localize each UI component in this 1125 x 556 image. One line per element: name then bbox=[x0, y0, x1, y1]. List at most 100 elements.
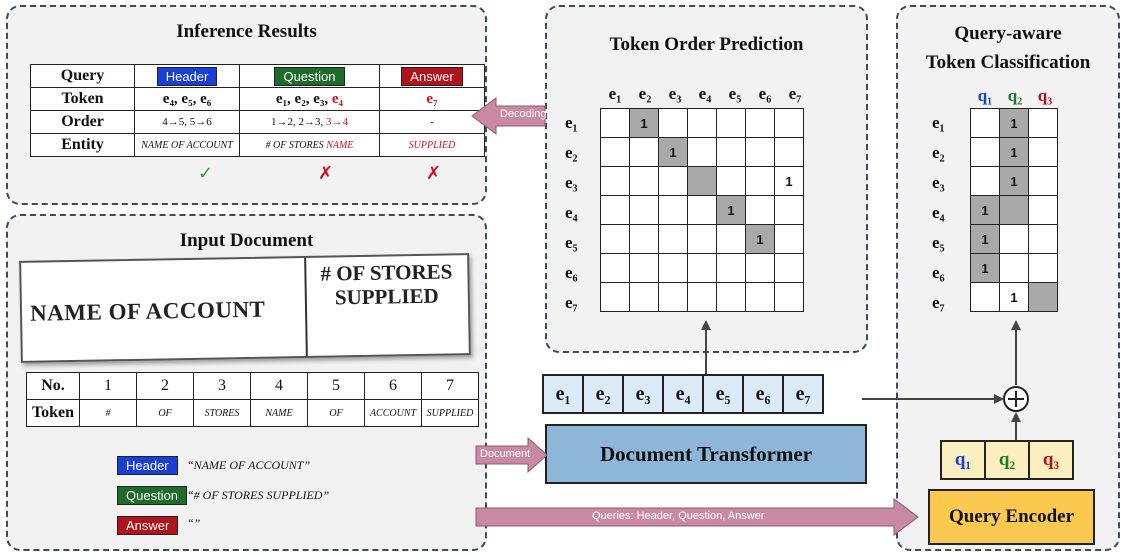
doc-image-name-text: NAME OF ACCOUNT bbox=[29, 296, 266, 326]
order-header: 4→5, 5→6 bbox=[134, 110, 240, 134]
embedding-e4: e₄ bbox=[662, 374, 704, 414]
matrix-cell: 1 bbox=[970, 224, 1000, 254]
qtc-row-label-7: e₇ bbox=[932, 293, 945, 312]
entity-row: Entity NAME OF ACCOUNT # OF STORES NAME … bbox=[29, 133, 486, 157]
matrix-cell: 1 bbox=[970, 195, 1000, 225]
top-row-label-1: e₁ bbox=[565, 113, 578, 132]
token-order-prediction-title: Token Order Prediction bbox=[609, 34, 804, 55]
matrix-row: 1 bbox=[600, 195, 804, 225]
qtc-col-label-3: q₃ bbox=[1037, 86, 1053, 105]
matrix-cell bbox=[774, 253, 804, 283]
top-row-label-6: e₆ bbox=[565, 263, 578, 282]
matrix-cell bbox=[999, 195, 1029, 225]
row-label-order: Order bbox=[29, 110, 136, 134]
matrix-cell bbox=[629, 224, 659, 254]
query-tag-question: Question bbox=[274, 66, 345, 86]
embedding-e6: e₆ bbox=[742, 374, 784, 414]
queries-arrow-label: Queries: Header, Question, Answer bbox=[592, 510, 765, 522]
query-row: Query Header Question Answer bbox=[29, 64, 486, 88]
matrix-cell bbox=[716, 166, 746, 196]
matrix-cell bbox=[1028, 108, 1058, 138]
matrix-cell: 1 bbox=[716, 195, 746, 225]
matrix-cell bbox=[629, 195, 659, 225]
matrix-cell bbox=[716, 282, 746, 312]
document-image: NAME OF ACCOUNT # OF STORES SUPPLIED bbox=[19, 253, 471, 363]
matrix-cell bbox=[774, 224, 804, 254]
matrix-row: 1 bbox=[970, 224, 1058, 254]
qtc-title-line1: Query-aware bbox=[954, 23, 1062, 44]
query-embedding-q3: q₃ bbox=[1028, 440, 1074, 480]
matrix-cell bbox=[1028, 224, 1058, 254]
query-tag-answer: Answer bbox=[401, 66, 463, 86]
token-answer: e₇ bbox=[378, 87, 486, 111]
matrix-row: 1 bbox=[600, 108, 804, 138]
matrix-cell: 1 bbox=[629, 108, 659, 138]
decoding-arrow-label: Decoding bbox=[500, 108, 547, 120]
matrix-cell bbox=[658, 282, 688, 312]
matrix-row bbox=[600, 282, 804, 312]
matrix-cell bbox=[970, 137, 1000, 167]
matrix-cell bbox=[658, 253, 688, 283]
matrix-cell bbox=[658, 195, 688, 225]
token-table: No. 1 2 3 4 5 6 7 Token # OF STORES NAME… bbox=[26, 372, 479, 427]
top-col-label-2: e₂ bbox=[638, 84, 652, 103]
matrix-cell: 1 bbox=[999, 166, 1029, 196]
entity-question: # OF STORES NAME bbox=[238, 133, 380, 157]
matrix-cell bbox=[999, 224, 1029, 254]
query-encoder-box: Query Encoder bbox=[928, 489, 1095, 545]
document-transformer-box: Document Transformer bbox=[545, 424, 867, 484]
matrix-cell bbox=[1028, 195, 1058, 225]
inference-results-panel: Inference Results Query Header Question … bbox=[6, 5, 487, 205]
top-col-label-4: e₄ bbox=[698, 84, 712, 103]
embedding-e3: e₃ bbox=[622, 374, 664, 414]
row-label-token: Token bbox=[29, 87, 136, 111]
matrix-cell bbox=[716, 224, 746, 254]
token-embeddings: e₁ e₂ e₃ e₄ e₅ e₆ e₇ bbox=[542, 374, 824, 414]
matrix-cell bbox=[600, 195, 630, 225]
top-col-label-1: e₁ bbox=[608, 84, 622, 103]
matrix-row: 1 bbox=[970, 166, 1058, 196]
matrix-cell bbox=[1028, 282, 1058, 312]
token-row: Token e₄, e₅, e₆ e₁, e₂, e₃, e₄ e₇ bbox=[29, 87, 486, 111]
matrix-cell: 1 bbox=[745, 224, 775, 254]
qtc-row-label-2: e₂ bbox=[932, 143, 945, 162]
matrix-cell bbox=[600, 108, 630, 138]
matrix-cell: 1 bbox=[999, 282, 1029, 312]
legend-tag-answer: Answer bbox=[117, 516, 179, 535]
query-embedding-q1: q₁ bbox=[940, 440, 986, 480]
qtc-row-label-6: e₆ bbox=[932, 263, 945, 282]
qtc-row-label-4: e₄ bbox=[932, 203, 945, 222]
matrix-row: 1 bbox=[970, 108, 1058, 138]
matrix-cell bbox=[658, 166, 688, 196]
legend-text-header: “NAME OF ACCOUNT” bbox=[187, 458, 311, 472]
matrix-row: 1 bbox=[600, 224, 804, 254]
check-icon: ✓ bbox=[198, 163, 214, 184]
top-row-label-4: e₄ bbox=[565, 203, 578, 222]
matrix-cell bbox=[687, 137, 717, 167]
matrix-cell bbox=[970, 108, 1000, 138]
matrix-cell bbox=[600, 166, 630, 196]
matrix-cell bbox=[687, 166, 717, 196]
inference-results-table: Query Header Question Answer Token e₄, e… bbox=[29, 64, 486, 157]
top-row-label-3: e₃ bbox=[565, 173, 578, 192]
matrix-cell bbox=[687, 108, 717, 138]
qtc-col-label-1: q₁ bbox=[977, 86, 993, 105]
order-answer: - bbox=[378, 110, 486, 134]
matrix-cell bbox=[658, 108, 688, 138]
matrix-cell bbox=[774, 282, 804, 312]
embedding-e7: e₇ bbox=[782, 374, 824, 414]
row-label-query: Query bbox=[29, 64, 136, 88]
token-table-token-row: Token # OF STORES NAME OF ACCOUNT SUPPLI… bbox=[26, 399, 479, 427]
matrix-cell: 1 bbox=[658, 137, 688, 167]
matrix-cell bbox=[745, 137, 775, 167]
legend-text-question: “# OF STORES SUPPLIED” bbox=[187, 488, 330, 502]
matrix-cell bbox=[629, 253, 659, 283]
token-question: e₁, e₂, e₃, e₄ bbox=[238, 87, 380, 111]
matrix-cell: 1 bbox=[999, 137, 1029, 167]
legend-tag-question: Question bbox=[117, 486, 188, 505]
embedding-e2: e₂ bbox=[582, 374, 624, 414]
qtc-row-label-5: e₅ bbox=[932, 233, 945, 252]
matrix-row: 1 bbox=[600, 166, 804, 196]
